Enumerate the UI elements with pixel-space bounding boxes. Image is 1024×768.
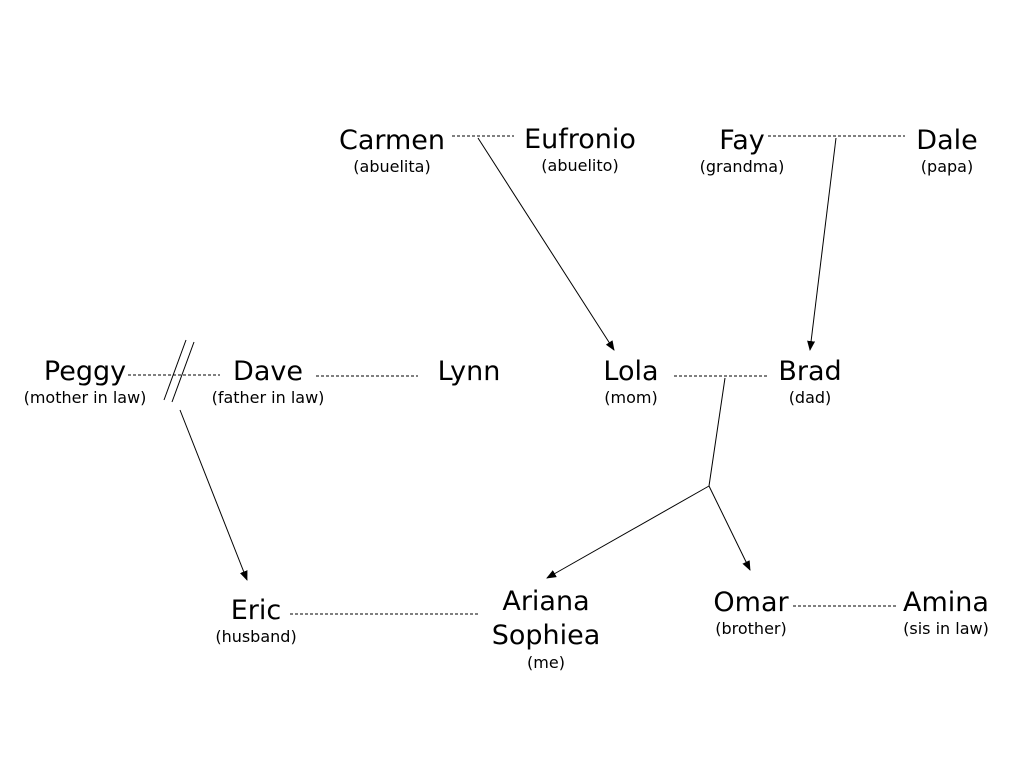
person-name: Eufronio	[524, 124, 636, 155]
person-name: Fay	[719, 125, 765, 156]
person-role: (father in law)	[211, 388, 325, 407]
person-dale: Dale (papa)	[916, 127, 977, 175]
person-name-line-1: Ariana	[502, 586, 590, 617]
person-eufronio: Eufronio (abuelito)	[524, 126, 636, 174]
person-carmen: Carmen (abuelita)	[339, 127, 445, 175]
person-role: (papa)	[920, 157, 974, 176]
person-name: Omar	[713, 587, 789, 618]
person-lynn: Lynn	[438, 358, 501, 385]
arrow-to-ariana	[546, 485, 710, 579]
arrow-to-eric	[179, 409, 248, 581]
person-omar: Omar (brother)	[713, 589, 788, 637]
stem-lola-brad-children	[708, 377, 726, 487]
person-name: Lola	[603, 356, 659, 387]
person-role: (me)	[527, 653, 565, 672]
person-name: Lynn	[437, 356, 501, 387]
person-fay: Fay (grandma)	[700, 127, 785, 175]
person-role: (mom)	[604, 388, 658, 407]
person-amina: Amina (sis in law)	[903, 589, 989, 637]
person-peggy: Peggy (mother in law)	[24, 358, 147, 406]
arrow-to-omar	[708, 485, 751, 571]
divorce-mark-2	[171, 341, 195, 403]
person-role: (brother)	[715, 619, 787, 638]
person-role: (abuelito)	[541, 156, 619, 175]
person-dave: Dave (father in law)	[212, 358, 325, 406]
person-brad: Brad (dad)	[778, 358, 841, 406]
person-name-line-2: Sophiea	[491, 620, 601, 651]
person-role: (sis in law)	[903, 619, 989, 638]
person-role: (abuelita)	[353, 157, 431, 176]
arrow-to-brad	[807, 137, 837, 351]
person-name: Eric	[230, 595, 282, 626]
divorce-mark-1	[163, 339, 187, 401]
person-name: Peggy	[43, 356, 127, 387]
person-name: Dale	[916, 125, 978, 156]
person-role: (husband)	[215, 627, 297, 646]
person-role: (mother in law)	[23, 388, 147, 407]
arrow-to-lola	[477, 137, 615, 351]
person-name: Amina	[903, 587, 989, 618]
person-ariana: Ariana Sophiea (me)	[492, 585, 601, 671]
person-name: Carmen	[338, 125, 446, 156]
person-name: Dave	[233, 356, 303, 387]
person-eric: Eric (husband)	[215, 597, 296, 645]
person-name: Brad	[778, 356, 842, 387]
person-role: (dad)	[788, 388, 832, 407]
person-role: (grandma)	[699, 157, 785, 176]
person-lola: Lola (mom)	[603, 358, 658, 406]
